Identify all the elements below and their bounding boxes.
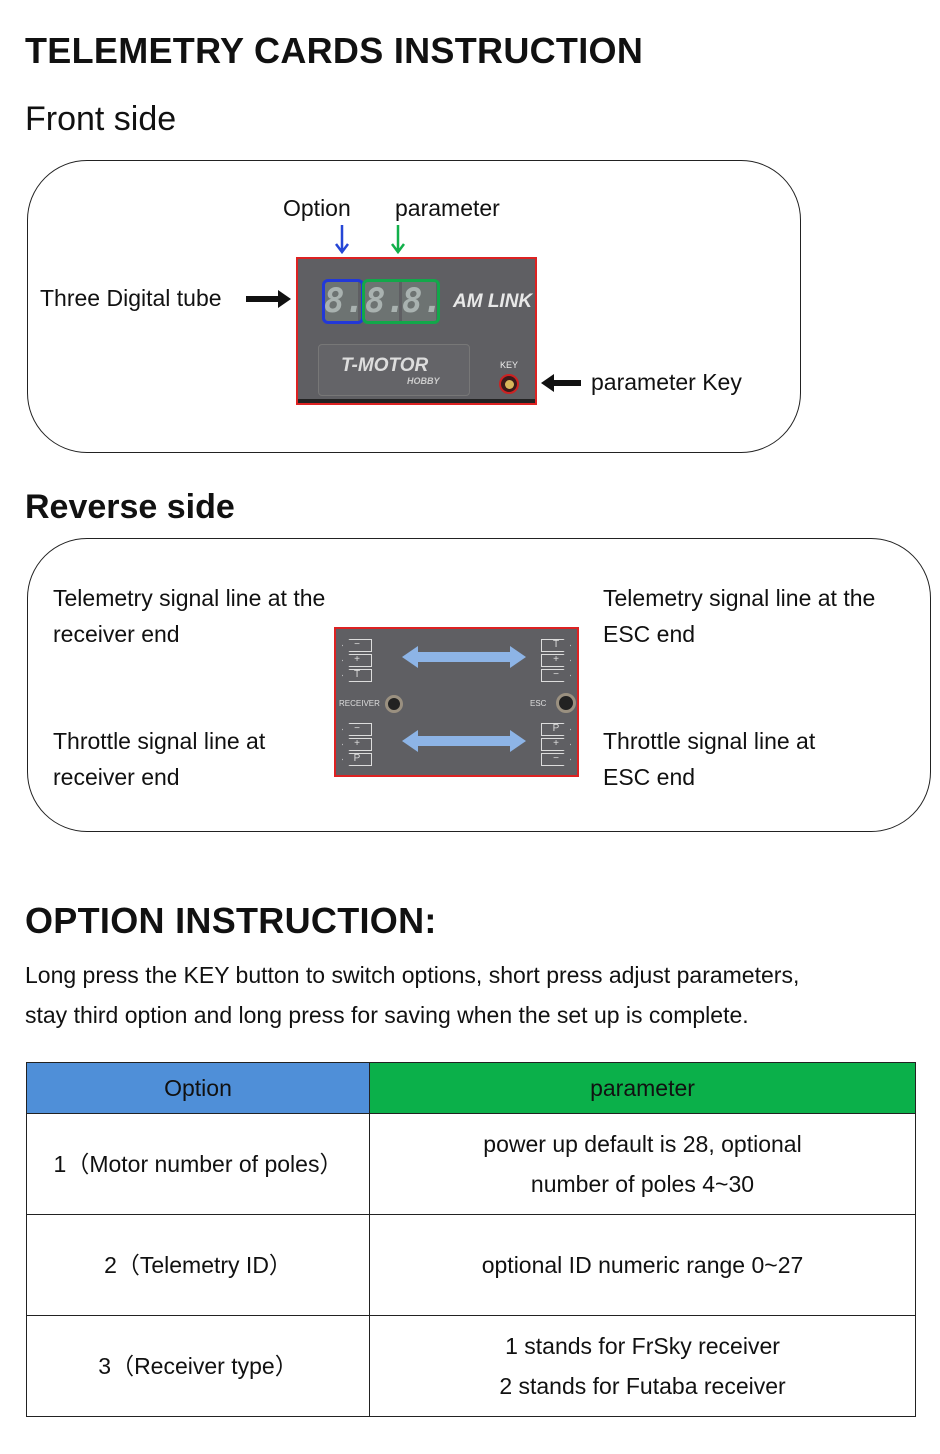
page-title: TELEMETRY CARDS INSTRUCTION xyxy=(25,30,644,71)
tmotor-logo: T-MOTOR HOBBY xyxy=(318,344,470,396)
reverse-device: − + T − + P T + − P + − RECEIVER ESC xyxy=(334,627,579,777)
brand-logo: AM LINK xyxy=(453,291,533,312)
pin-label: T xyxy=(342,669,372,682)
tube-label: Three Digital tube xyxy=(40,285,222,311)
screw-icon xyxy=(385,695,403,713)
header-option: Option xyxy=(26,1062,370,1114)
front-side-panel xyxy=(27,160,801,453)
table-row: 1（Motor number of poles） power up defaul… xyxy=(26,1113,916,1215)
option-description: Long press the KEY button to switch opti… xyxy=(25,962,800,1028)
pin-label: + xyxy=(541,738,571,751)
arrow-down-blue-icon xyxy=(335,225,349,255)
pin-label: + xyxy=(342,738,372,751)
pin-label: − xyxy=(342,639,372,652)
double-arrow-icon xyxy=(402,730,526,752)
option-highlight xyxy=(322,279,364,324)
arrow-left-icon xyxy=(541,374,581,392)
parameter-highlight xyxy=(362,279,440,324)
option-label: Option xyxy=(283,195,351,221)
pin-label: P xyxy=(541,723,571,736)
esc-text: ESC xyxy=(530,699,547,708)
arrow-right-icon xyxy=(246,290,291,308)
front-side-heading: Front side xyxy=(25,100,177,138)
pin-label: − xyxy=(541,669,571,682)
pin-label: P xyxy=(342,753,372,766)
double-arrow-icon xyxy=(402,646,526,668)
screw-icon xyxy=(556,693,576,713)
front-device: 8. 8. 8. AM LINK T-MOTOR HOBBY KEY xyxy=(296,257,537,405)
option-table: Option parameter 1（Motor number of poles… xyxy=(26,1062,916,1417)
receiver-text: RECEIVER xyxy=(339,699,380,708)
arrow-down-green-icon xyxy=(391,225,405,255)
pin-label: − xyxy=(541,753,571,766)
parameter-label: parameter xyxy=(395,195,500,221)
pin-label: T xyxy=(541,639,571,652)
key-text: KEY xyxy=(500,360,519,370)
pin-label: + xyxy=(541,654,571,667)
key-label: parameter Key xyxy=(591,369,742,395)
table-row: 2（Telemetry ID） optional ID numeric rang… xyxy=(26,1214,916,1316)
pin-label: + xyxy=(342,654,372,667)
reverse-side-heading: Reverse side xyxy=(25,488,235,526)
header-parameter: parameter xyxy=(369,1062,916,1114)
reverse-side-panel xyxy=(27,538,931,832)
table-row: 3（Receiver type） 1 stands for FrSky rece… xyxy=(26,1315,916,1417)
pin-label: − xyxy=(342,723,372,736)
parameter-key-button[interactable] xyxy=(499,374,519,394)
option-instruction-heading: OPTION INSTRUCTION: xyxy=(25,900,437,941)
